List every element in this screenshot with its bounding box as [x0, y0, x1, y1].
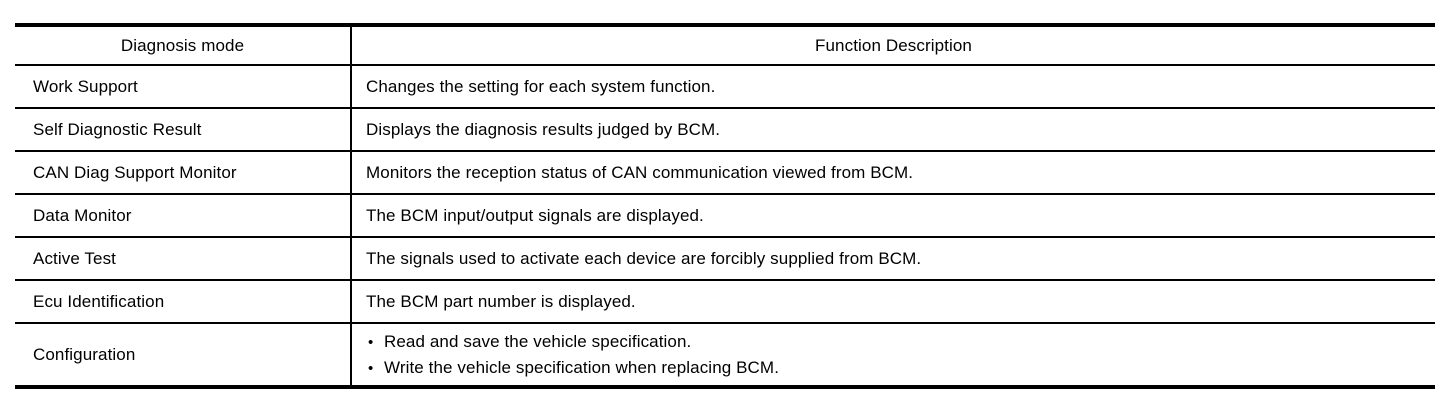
table-row: Data Monitor The BCM input/output signal…	[15, 195, 1435, 238]
bullet-item: • Write the vehicle specification when r…	[366, 355, 779, 381]
cell-diagnosis-mode: Configuration	[15, 324, 352, 385]
cell-diagnosis-mode: Data Monitor	[15, 195, 352, 236]
bullet-item: • Read and save the vehicle specificatio…	[366, 329, 691, 355]
header-function-description: Function Description	[815, 35, 972, 55]
table-row: CAN Diag Support Monitor Monitors the re…	[15, 152, 1435, 195]
bullet-text: Read and save the vehicle specification.	[384, 331, 692, 351]
cell-function-description: Displays the diagnosis results judged by…	[366, 119, 721, 139]
table-row: Active Test The signals used to activate…	[15, 238, 1435, 281]
cell-diagnosis-mode: CAN Diag Support Monitor	[15, 152, 352, 193]
cell-diagnosis-mode: Work Support	[15, 66, 352, 107]
table-row: Self Diagnostic Result Displays the diag…	[15, 109, 1435, 152]
cell-diagnosis-mode: Self Diagnostic Result	[15, 109, 352, 150]
table-header-row: Diagnosis mode Function Description	[15, 27, 1435, 66]
cell-function-description: • Read and save the vehicle specificatio…	[352, 324, 1435, 385]
cell-function-description: The signals used to activate each device…	[366, 248, 922, 268]
bullet-icon: •	[368, 359, 374, 377]
table-row: Work Support Changes the setting for eac…	[15, 66, 1435, 109]
cell-function-description: The BCM part number is displayed.	[366, 291, 636, 311]
cell-function-description: The BCM input/output signals are display…	[366, 205, 704, 225]
diagnosis-mode-table: Diagnosis mode Function Description Work…	[15, 23, 1435, 389]
cell-diagnosis-mode: Ecu Identification	[15, 281, 352, 322]
table-row: Configuration • Read and save the vehicl…	[15, 324, 1435, 385]
table-row: Ecu Identification The BCM part number i…	[15, 281, 1435, 324]
cell-function-description: Changes the setting for each system func…	[366, 76, 716, 96]
header-diagnosis-mode: Diagnosis mode	[15, 27, 352, 64]
cell-diagnosis-mode: Active Test	[15, 238, 352, 279]
bullet-text: Write the vehicle specification when rep…	[384, 357, 780, 377]
cell-function-description: Monitors the reception status of CAN com…	[366, 162, 914, 182]
bullet-icon: •	[368, 333, 374, 351]
